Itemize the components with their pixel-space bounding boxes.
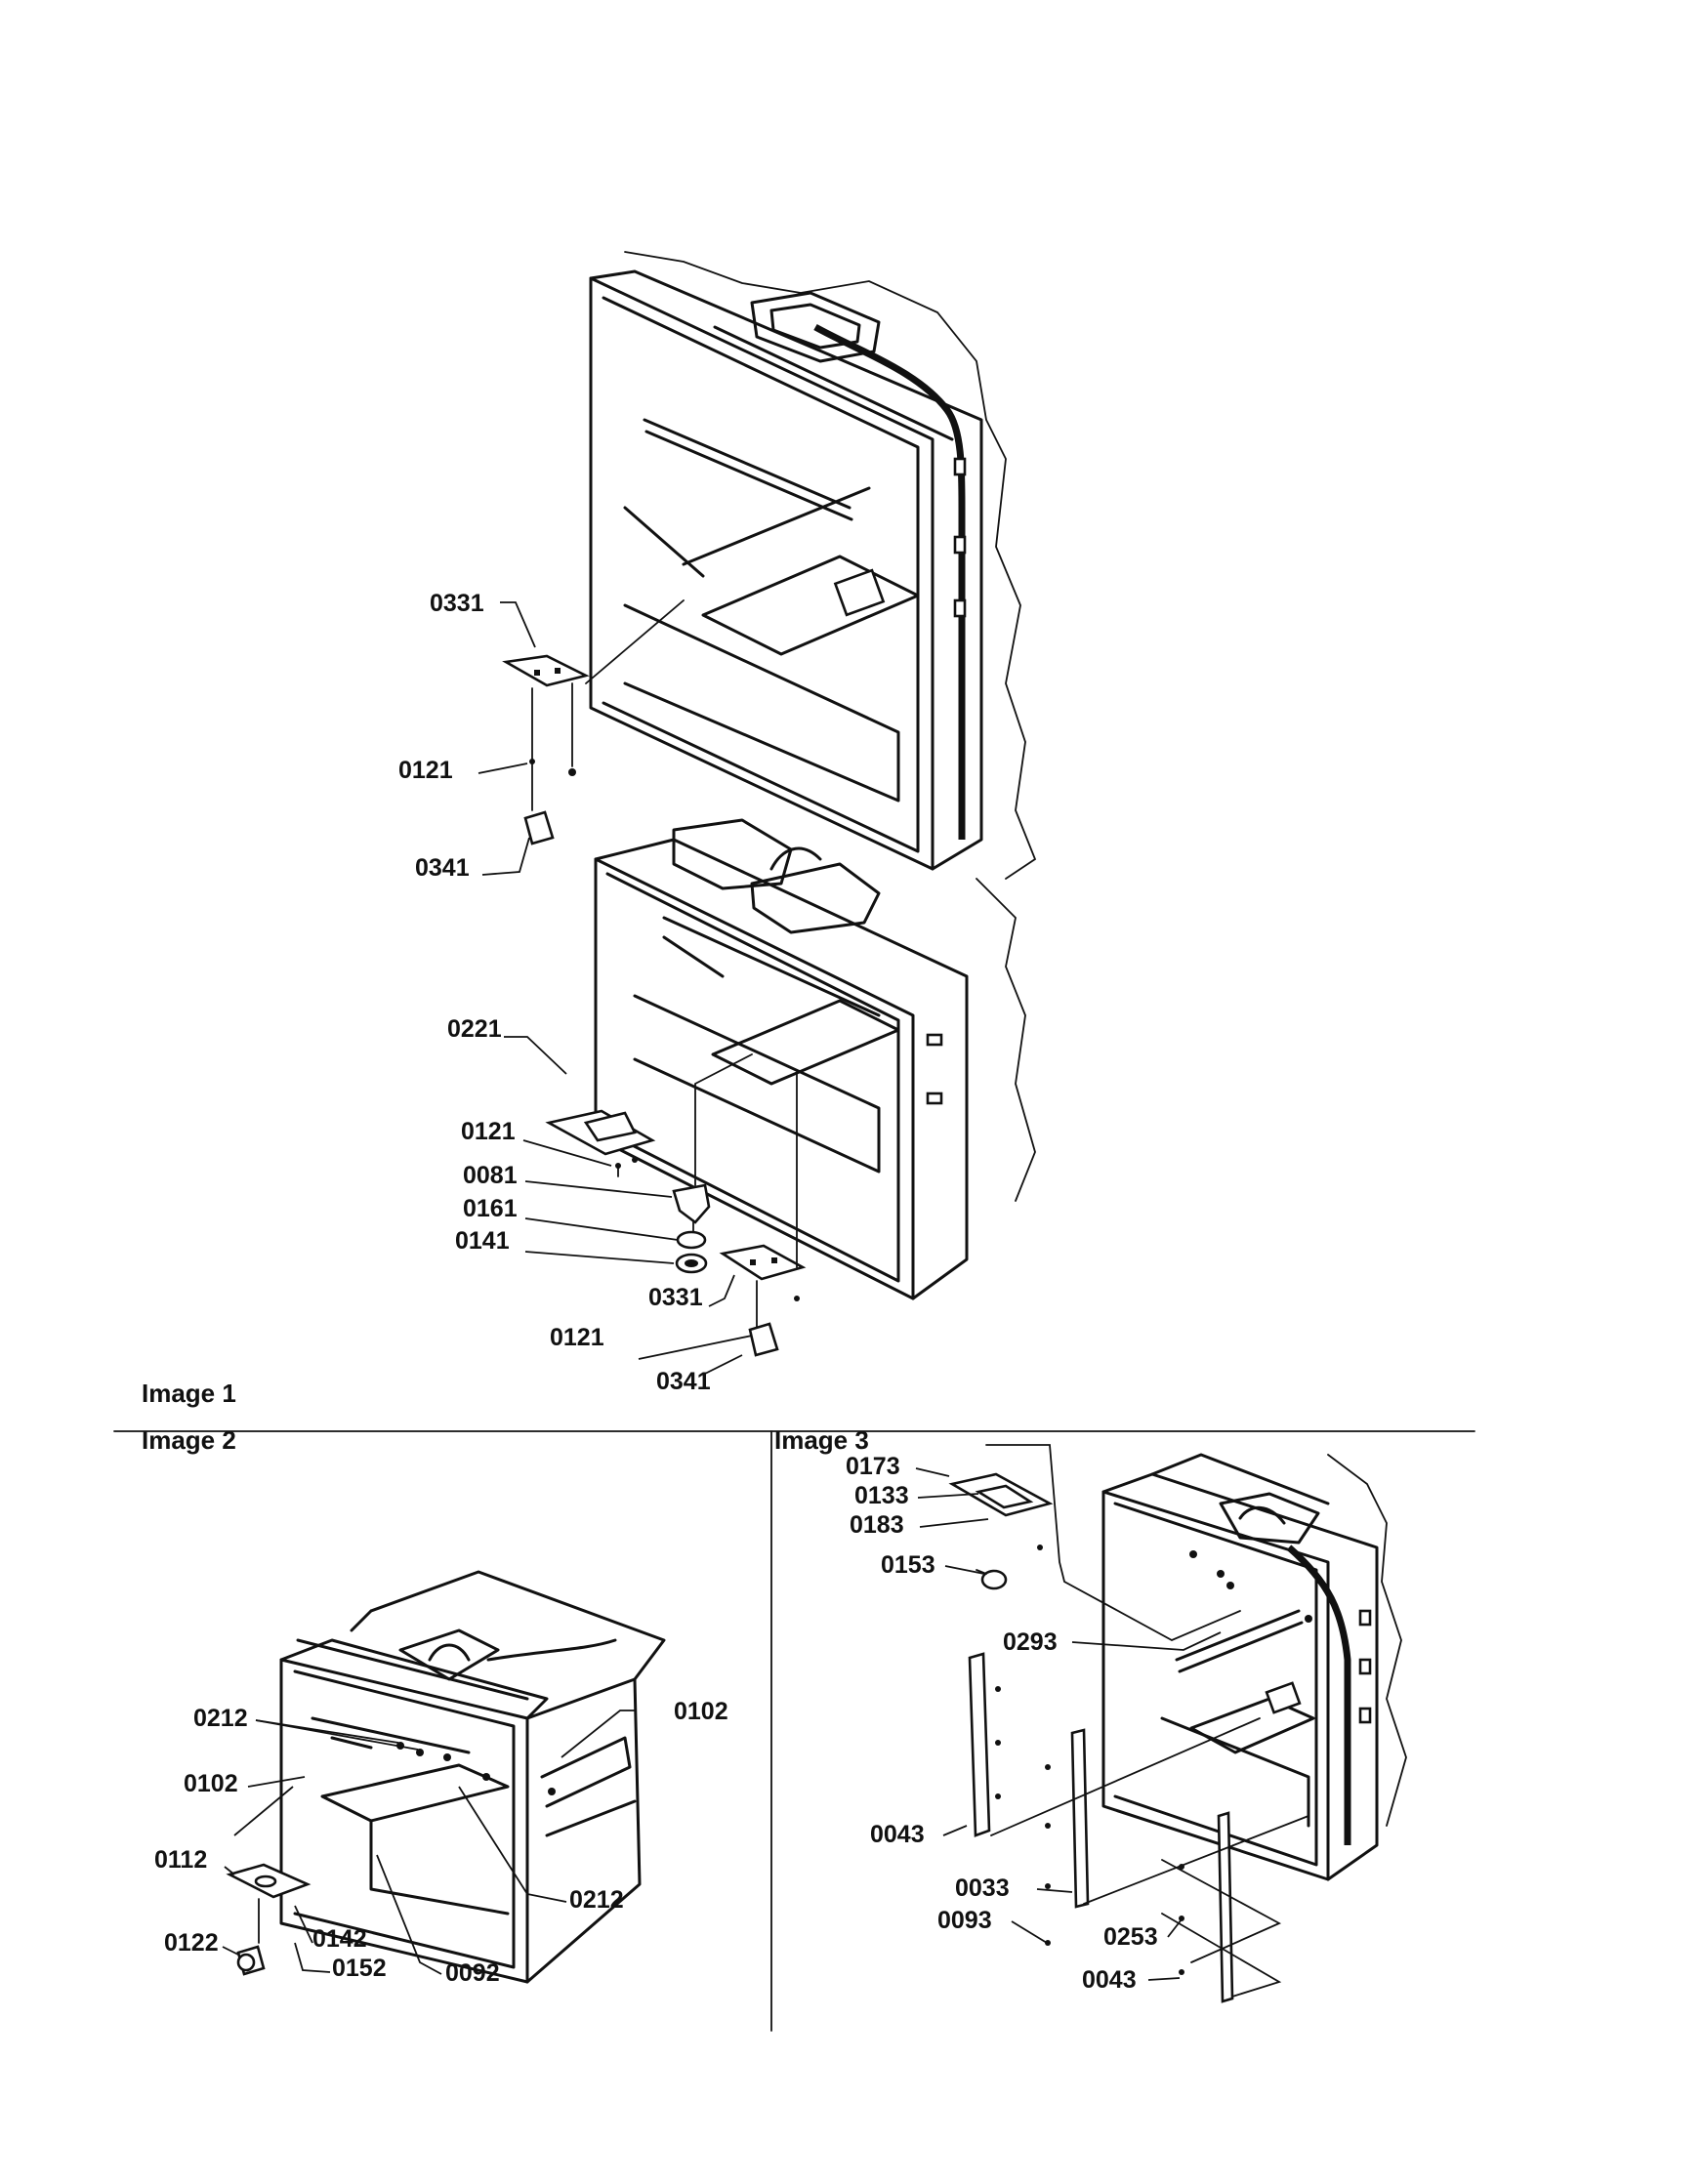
part-label-0121: 0121 <box>461 1118 516 1145</box>
part-label-0221: 0221 <box>447 1015 502 1043</box>
image1-leaders <box>478 601 753 1376</box>
part-label-0112: 0112 <box>154 1846 208 1874</box>
part-label-0141: 0141 <box>455 1227 510 1255</box>
part-label-0093: 0093 <box>937 1907 992 1934</box>
image2-cabinet <box>226 1570 666 1984</box>
part-label-0331: 0331 <box>648 1284 703 1311</box>
image1-parts <box>502 599 807 1357</box>
part-label-0331: 0331 <box>430 590 484 617</box>
part-label-0043: 0043 <box>870 1821 925 1848</box>
part-label-0152: 0152 <box>332 1955 387 1982</box>
part-label-0212: 0212 <box>193 1705 248 1732</box>
part-label-0212: 0212 <box>569 1886 624 1914</box>
panel-title-image1: Image 1 <box>142 1379 236 1408</box>
part-label-0122: 0122 <box>164 1929 219 1957</box>
bracket-0331-lower <box>719 1244 807 1281</box>
image3-parts <box>948 1444 1309 2003</box>
part-label-0293: 0293 <box>1003 1628 1058 1656</box>
image2-leaders <box>222 1710 635 1975</box>
part-label-0102: 0102 <box>184 1770 238 1797</box>
part-label-0153: 0153 <box>881 1551 935 1579</box>
part-label-0102: 0102 <box>674 1698 728 1725</box>
ring-0161 <box>676 1230 707 1250</box>
lower-cabinet-liner <box>594 818 1036 1300</box>
part-label-0161: 0161 <box>463 1195 518 1222</box>
bracket-0331-upper <box>502 654 590 687</box>
image3-cabinet <box>1101 1453 1407 1881</box>
panel-dividers <box>113 1430 1475 2032</box>
part-label-0092: 0092 <box>445 1959 500 1987</box>
part-label-0043: 0043 <box>1082 1966 1137 1994</box>
part-label-0121: 0121 <box>550 1324 604 1351</box>
part-label-0033: 0033 <box>955 1875 1010 1902</box>
upper-cabinet-liner <box>589 251 1037 880</box>
part-label-0142: 0142 <box>312 1925 367 1953</box>
image3-leaders <box>915 1467 1222 1981</box>
part-label-0173: 0173 <box>846 1453 900 1480</box>
panel-title-image3: Image 3 <box>774 1425 869 1455</box>
part-label-0121: 0121 <box>398 757 453 784</box>
part-label-0133: 0133 <box>854 1482 909 1509</box>
part-label-0183: 0183 <box>850 1511 904 1539</box>
part-label-0081: 0081 <box>463 1162 518 1189</box>
part-label-0341: 0341 <box>415 854 470 882</box>
panel-title-image2: Image 2 <box>142 1425 236 1455</box>
part-label-0253: 0253 <box>1103 1923 1158 1951</box>
part-label-0341: 0341 <box>656 1368 711 1395</box>
fitting-0081 <box>672 1183 711 1224</box>
